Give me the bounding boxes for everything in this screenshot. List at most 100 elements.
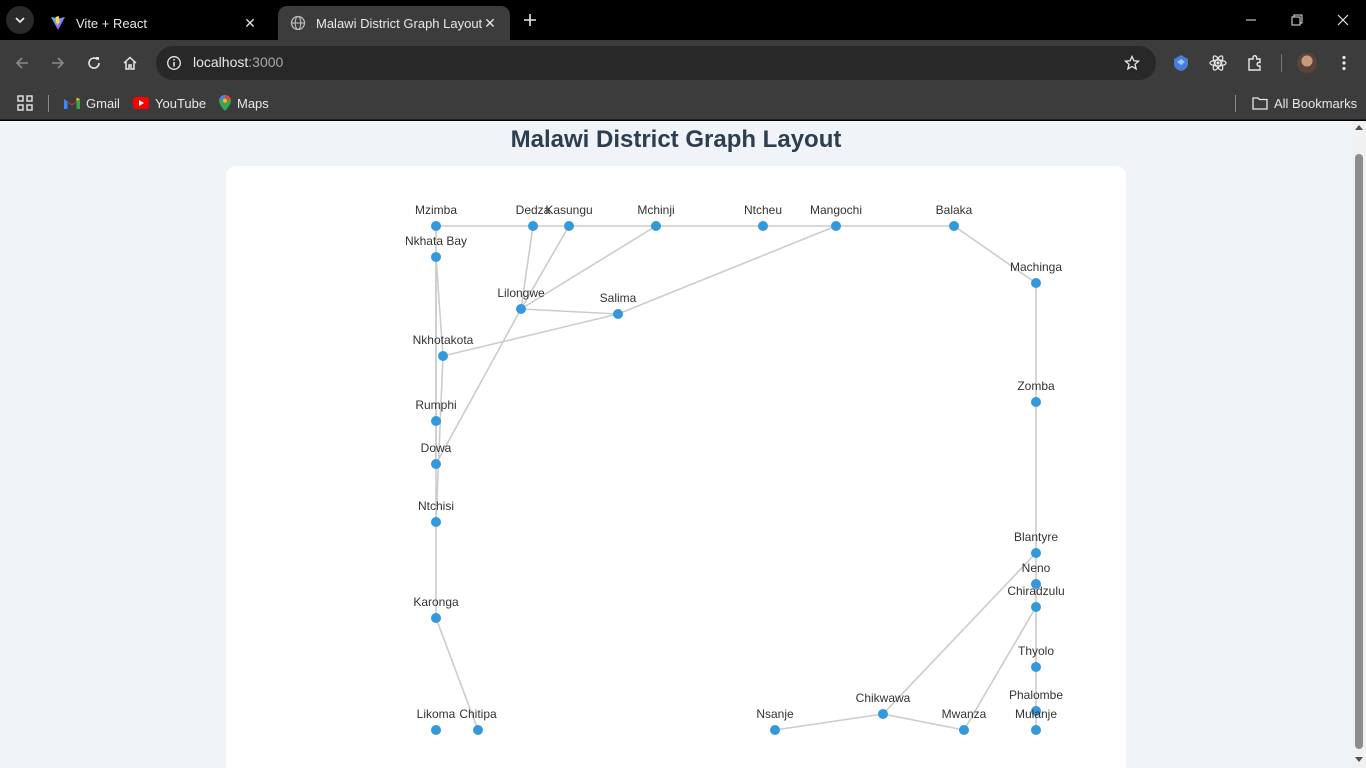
bookmarks-divider bbox=[48, 95, 49, 112]
node-dot[interactable] bbox=[431, 416, 441, 426]
node-dot[interactable] bbox=[651, 221, 661, 231]
graph-node[interactable]: Lilongwe bbox=[497, 286, 545, 314]
node-dot[interactable] bbox=[431, 221, 441, 231]
graph-node[interactable]: Rumphi bbox=[415, 398, 457, 426]
node-dot[interactable] bbox=[831, 221, 841, 231]
graph-node[interactable]: Chikwawa bbox=[856, 691, 911, 719]
node-dot[interactable] bbox=[431, 725, 441, 735]
node-dot[interactable] bbox=[473, 725, 483, 735]
node-dot[interactable] bbox=[1031, 548, 1041, 558]
node-dot[interactable] bbox=[949, 221, 959, 231]
graph-node[interactable]: Kasungu bbox=[545, 203, 593, 231]
graph-edge bbox=[520, 308, 619, 315]
kebab-menu-icon[interactable] bbox=[1333, 52, 1355, 74]
graph-node[interactable]: Blantyre bbox=[1014, 530, 1058, 558]
profile-avatar[interactable] bbox=[1297, 53, 1317, 73]
graph-node[interactable]: Ntcheu bbox=[744, 203, 782, 231]
page-scrollbar[interactable] bbox=[1352, 121, 1366, 768]
node-dot[interactable] bbox=[528, 221, 538, 231]
scroll-up-arrow[interactable] bbox=[1355, 125, 1363, 130]
scroll-down-arrow[interactable] bbox=[1355, 757, 1363, 762]
home-button[interactable] bbox=[116, 49, 144, 77]
all-bookmarks-button[interactable]: All Bookmarks bbox=[1252, 92, 1357, 114]
graph-node[interactable]: Nkhata Bay bbox=[405, 234, 467, 262]
browser-toolbar: localhost:3000 bbox=[0, 40, 1366, 86]
graph-edge bbox=[953, 225, 1037, 284]
graph-edge bbox=[774, 713, 884, 731]
apps-grid-button[interactable] bbox=[17, 92, 33, 114]
graph-node[interactable]: Ntchisi bbox=[418, 499, 454, 527]
node-dot[interactable] bbox=[1031, 602, 1041, 612]
graph-node[interactable]: Mzimba bbox=[415, 203, 457, 231]
restore-button[interactable] bbox=[1274, 0, 1320, 40]
bookmark-youtube[interactable]: YouTube bbox=[133, 92, 206, 114]
tab-malawi-graph[interactable]: Malawi District Graph Layout ✕ bbox=[278, 6, 510, 40]
node-dot[interactable] bbox=[431, 252, 441, 262]
graph-node[interactable]: Nkhotakota bbox=[413, 333, 474, 361]
bookmark-star-icon[interactable] bbox=[1122, 53, 1142, 73]
edges-layer bbox=[435, 225, 1037, 731]
site-info-icon[interactable] bbox=[164, 53, 184, 73]
graph-node[interactable]: Karonga bbox=[413, 595, 459, 623]
forward-button[interactable] bbox=[44, 49, 72, 77]
graph-node[interactable]: Mulanje bbox=[1015, 707, 1057, 735]
scroll-thumb[interactable] bbox=[1355, 154, 1363, 749]
node-dot[interactable] bbox=[878, 709, 888, 719]
graph-node[interactable]: Mangochi bbox=[810, 203, 862, 231]
all-bookmarks-label: All Bookmarks bbox=[1274, 95, 1358, 111]
node-label: Likoma bbox=[417, 707, 456, 721]
node-dot[interactable] bbox=[1031, 662, 1041, 672]
reload-button[interactable] bbox=[80, 49, 108, 77]
tab-search-button[interactable] bbox=[6, 6, 34, 34]
graph-node[interactable]: Salima bbox=[600, 291, 637, 319]
node-dot[interactable] bbox=[959, 725, 969, 735]
graph-node[interactable]: Zomba bbox=[1017, 379, 1055, 407]
new-tab-button[interactable] bbox=[518, 8, 542, 32]
node-label: Mangochi bbox=[810, 203, 862, 217]
graph-node[interactable]: Dedza bbox=[516, 203, 551, 231]
node-dot[interactable] bbox=[1031, 397, 1041, 407]
plus-icon bbox=[524, 14, 536, 26]
graph-node[interactable]: Thyolo bbox=[1018, 644, 1054, 672]
graph-node[interactable]: Likoma bbox=[417, 707, 456, 735]
node-dot[interactable] bbox=[1031, 706, 1041, 716]
bookmarks-bar: Gmail YouTube Maps All Bookma bbox=[0, 86, 1366, 120]
graph-node[interactable]: Phalombe bbox=[1009, 688, 1063, 716]
close-icon[interactable]: ✕ bbox=[244, 14, 256, 31]
back-button[interactable] bbox=[8, 49, 36, 77]
react-devtools-icon[interactable] bbox=[1207, 52, 1229, 74]
close-window-button[interactable] bbox=[1320, 0, 1366, 40]
graph-edge bbox=[435, 256, 444, 357]
graph-node[interactable]: Neno bbox=[1022, 561, 1051, 589]
close-icon[interactable]: ✕ bbox=[484, 14, 496, 31]
graph-node[interactable]: Machinga bbox=[1010, 260, 1062, 288]
graph-node[interactable]: Mchinji bbox=[637, 203, 675, 231]
extension-shield-icon[interactable] bbox=[1170, 52, 1192, 74]
arrow-right-icon bbox=[52, 57, 65, 69]
tab-vite-react[interactable]: Vite + React ✕ bbox=[38, 6, 270, 40]
extensions-puzzle-icon[interactable] bbox=[1244, 52, 1266, 74]
graph-node[interactable]: Dowa bbox=[421, 441, 452, 469]
node-label: Kasungu bbox=[545, 203, 592, 217]
node-dot[interactable] bbox=[438, 351, 448, 361]
node-dot[interactable] bbox=[758, 221, 768, 231]
graph-node[interactable]: Balaka bbox=[936, 203, 973, 231]
minimize-button[interactable] bbox=[1228, 0, 1274, 40]
graph-node[interactable]: Mwanza bbox=[942, 707, 987, 735]
graph-node[interactable]: Nsanje bbox=[756, 707, 794, 735]
graph-node[interactable]: Chitipa bbox=[459, 707, 497, 735]
node-dot[interactable] bbox=[613, 309, 623, 319]
node-dot[interactable] bbox=[564, 221, 574, 231]
graph-node[interactable]: Chiradzulu bbox=[1007, 584, 1065, 612]
node-dot[interactable] bbox=[516, 304, 526, 314]
bookmark-gmail[interactable]: Gmail bbox=[64, 92, 120, 114]
node-dot[interactable] bbox=[1031, 725, 1041, 735]
node-dot[interactable] bbox=[1031, 579, 1041, 589]
node-dot[interactable] bbox=[770, 725, 780, 735]
address-bar[interactable]: localhost:3000 bbox=[156, 46, 1156, 80]
bookmark-maps[interactable]: Maps bbox=[219, 92, 269, 114]
node-dot[interactable] bbox=[1031, 278, 1041, 288]
node-dot[interactable] bbox=[431, 613, 441, 623]
node-dot[interactable] bbox=[431, 517, 441, 527]
node-dot[interactable] bbox=[431, 459, 441, 469]
